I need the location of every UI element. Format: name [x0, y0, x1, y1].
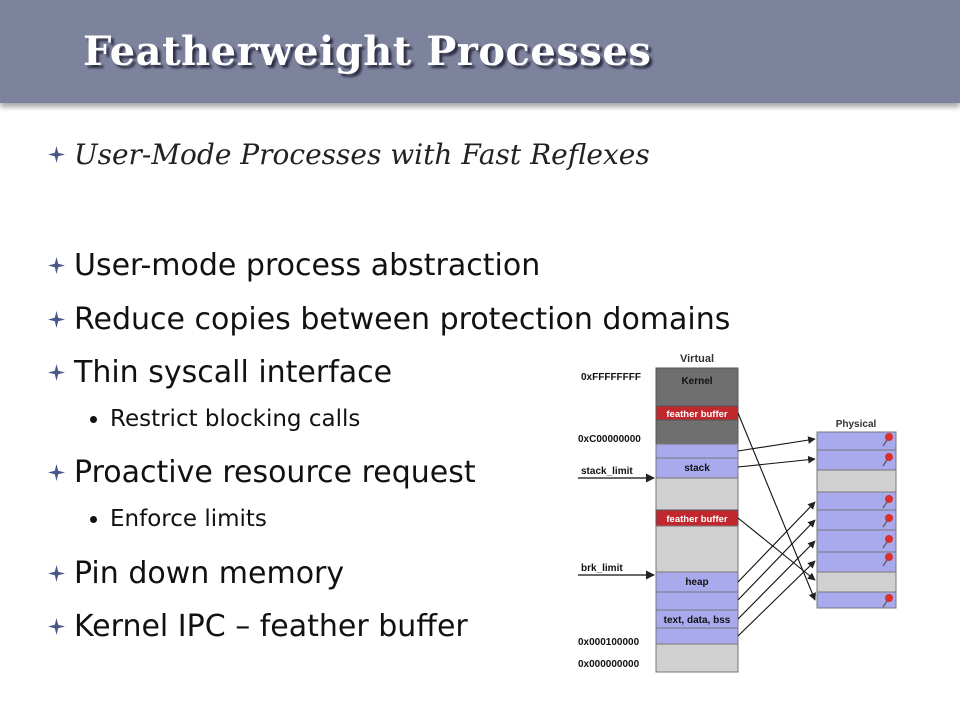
title-bar: Featherweight Processes — [0, 0, 960, 103]
null-region — [655, 643, 739, 673]
bullet-text: Pin down memory — [74, 556, 345, 591]
kernel-segment-lower — [655, 419, 739, 445]
diamond-bullet-icon — [48, 257, 65, 274]
heap-mapped-page — [655, 591, 739, 611]
text-mapped-page — [655, 627, 739, 645]
bullet-text: Thin syscall interface — [74, 355, 393, 390]
feather-buffer-label: feather buffer — [666, 514, 728, 525]
sub-bullet-item: Restrict blocking calls — [90, 406, 360, 432]
sub-bullet-text: Restrict blocking calls — [110, 406, 361, 432]
bullet-item: Reduce copies between protection domains — [48, 302, 730, 337]
diamond-bullet-icon — [48, 146, 65, 163]
subtitle-bullet: User-Mode Processes with Fast Reflexes — [48, 138, 650, 171]
address-zero: 0x000000000 — [578, 659, 640, 670]
mapping-arrows — [737, 412, 816, 637]
address-text-base: 0x000100000 — [578, 637, 640, 648]
kernel-segment — [655, 367, 739, 407]
pin-icon — [882, 495, 893, 509]
dot-bullet-icon — [90, 415, 97, 423]
diamond-bullet-icon — [48, 618, 65, 635]
bullet-item: Thin syscall interface — [48, 355, 392, 390]
dot-bullet-icon — [90, 515, 97, 523]
bullet-text: Reduce copies between protection domains — [74, 302, 731, 337]
physical-label: Physical — [836, 419, 877, 430]
sub-bullet-item: Enforce limits — [90, 506, 267, 532]
text-data-bss-label: text, data, bss — [664, 615, 731, 626]
bullet-text: Proactive resource request — [74, 455, 476, 490]
virtual-label: Virtual — [680, 353, 714, 365]
memory-map-diagram: Virtual Kernel feather buffer stack feat… — [578, 353, 897, 673]
feather-buffer-label: feather buffer — [666, 409, 728, 420]
heap-label: heap — [685, 577, 708, 588]
bullet-text: Kernel IPC – feather buffer — [74, 609, 468, 644]
bullet-item: Kernel IPC – feather buffer — [48, 609, 468, 644]
address-kernel-base: 0xC00000000 — [578, 434, 641, 445]
stack-mapped-page — [655, 443, 739, 459]
diamond-bullet-icon — [48, 311, 65, 328]
sub-bullet-text: Enforce limits — [110, 506, 267, 532]
unmapped-region — [655, 477, 739, 511]
stack-label: stack — [684, 463, 710, 474]
brk-limit-label: brk_limit — [581, 563, 623, 574]
diamond-bullet-icon — [48, 464, 65, 481]
unmapped-region — [655, 525, 739, 573]
pin-icon — [882, 514, 893, 528]
bullet-item: User-mode process abstraction — [48, 248, 540, 283]
bullet-item: Pin down memory — [48, 556, 344, 591]
physical-frames — [816, 431, 897, 609]
pin-icon — [882, 594, 893, 608]
subtitle-text: User-Mode Processes with Fast Reflexes — [74, 138, 650, 171]
pin-icon — [882, 535, 893, 549]
pin-icon — [882, 553, 893, 567]
pin-icon — [882, 433, 893, 447]
kernel-label: Kernel — [681, 376, 712, 387]
diamond-bullet-icon — [48, 364, 65, 381]
pin-icon — [882, 453, 893, 467]
bullet-text: User-mode process abstraction — [74, 248, 541, 283]
stack-limit-label: stack_limit — [581, 466, 633, 477]
address-top: 0xFFFFFFFF — [581, 372, 641, 383]
bullet-item: Proactive resource request — [48, 455, 476, 490]
diamond-bullet-icon — [48, 565, 65, 582]
slide-title: Featherweight Processes — [83, 28, 652, 75]
